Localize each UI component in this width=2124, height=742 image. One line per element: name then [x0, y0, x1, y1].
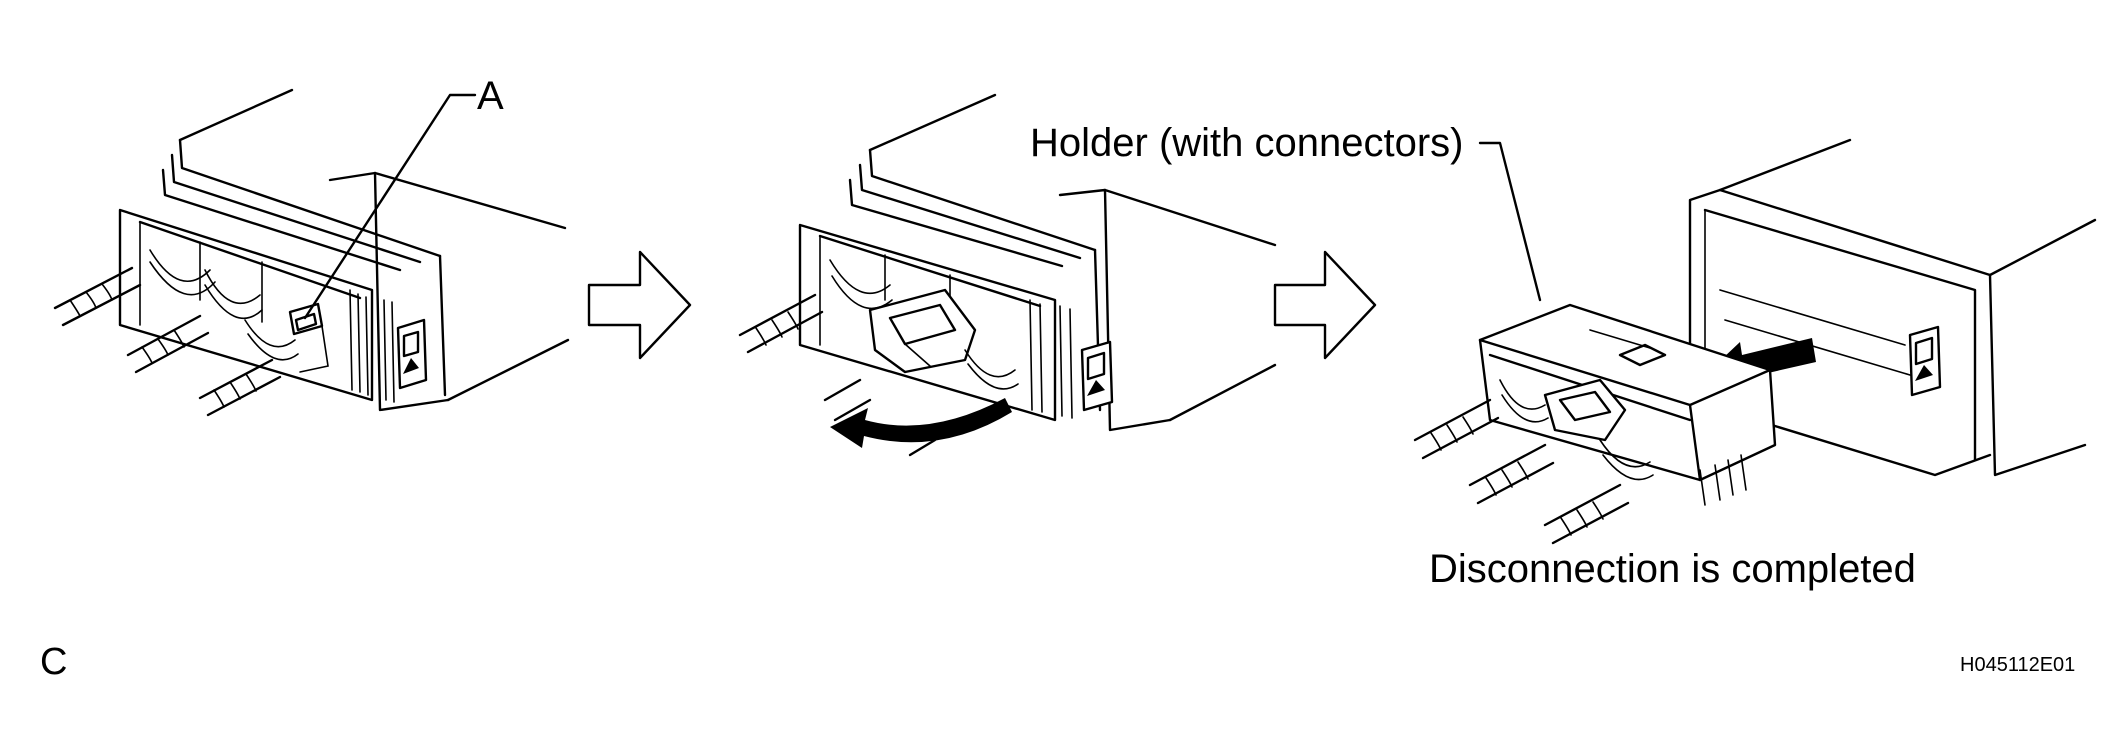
stage-3-disconnected — [1413, 138, 2097, 545]
figure-code: H045112E01 — [1960, 654, 2075, 676]
panel-letter: C — [40, 641, 67, 683]
stage-1-connected-connector — [53, 88, 570, 417]
completion-caption: Disconnection is completed — [1429, 547, 1916, 591]
process-arrow-2 — [1273, 250, 1377, 360]
callout-label-a: A — [477, 74, 504, 118]
process-arrow-1 — [587, 250, 692, 360]
stage-2-lever-release — [738, 93, 1277, 457]
holder-label: Holder (with connectors) — [1030, 121, 1464, 165]
